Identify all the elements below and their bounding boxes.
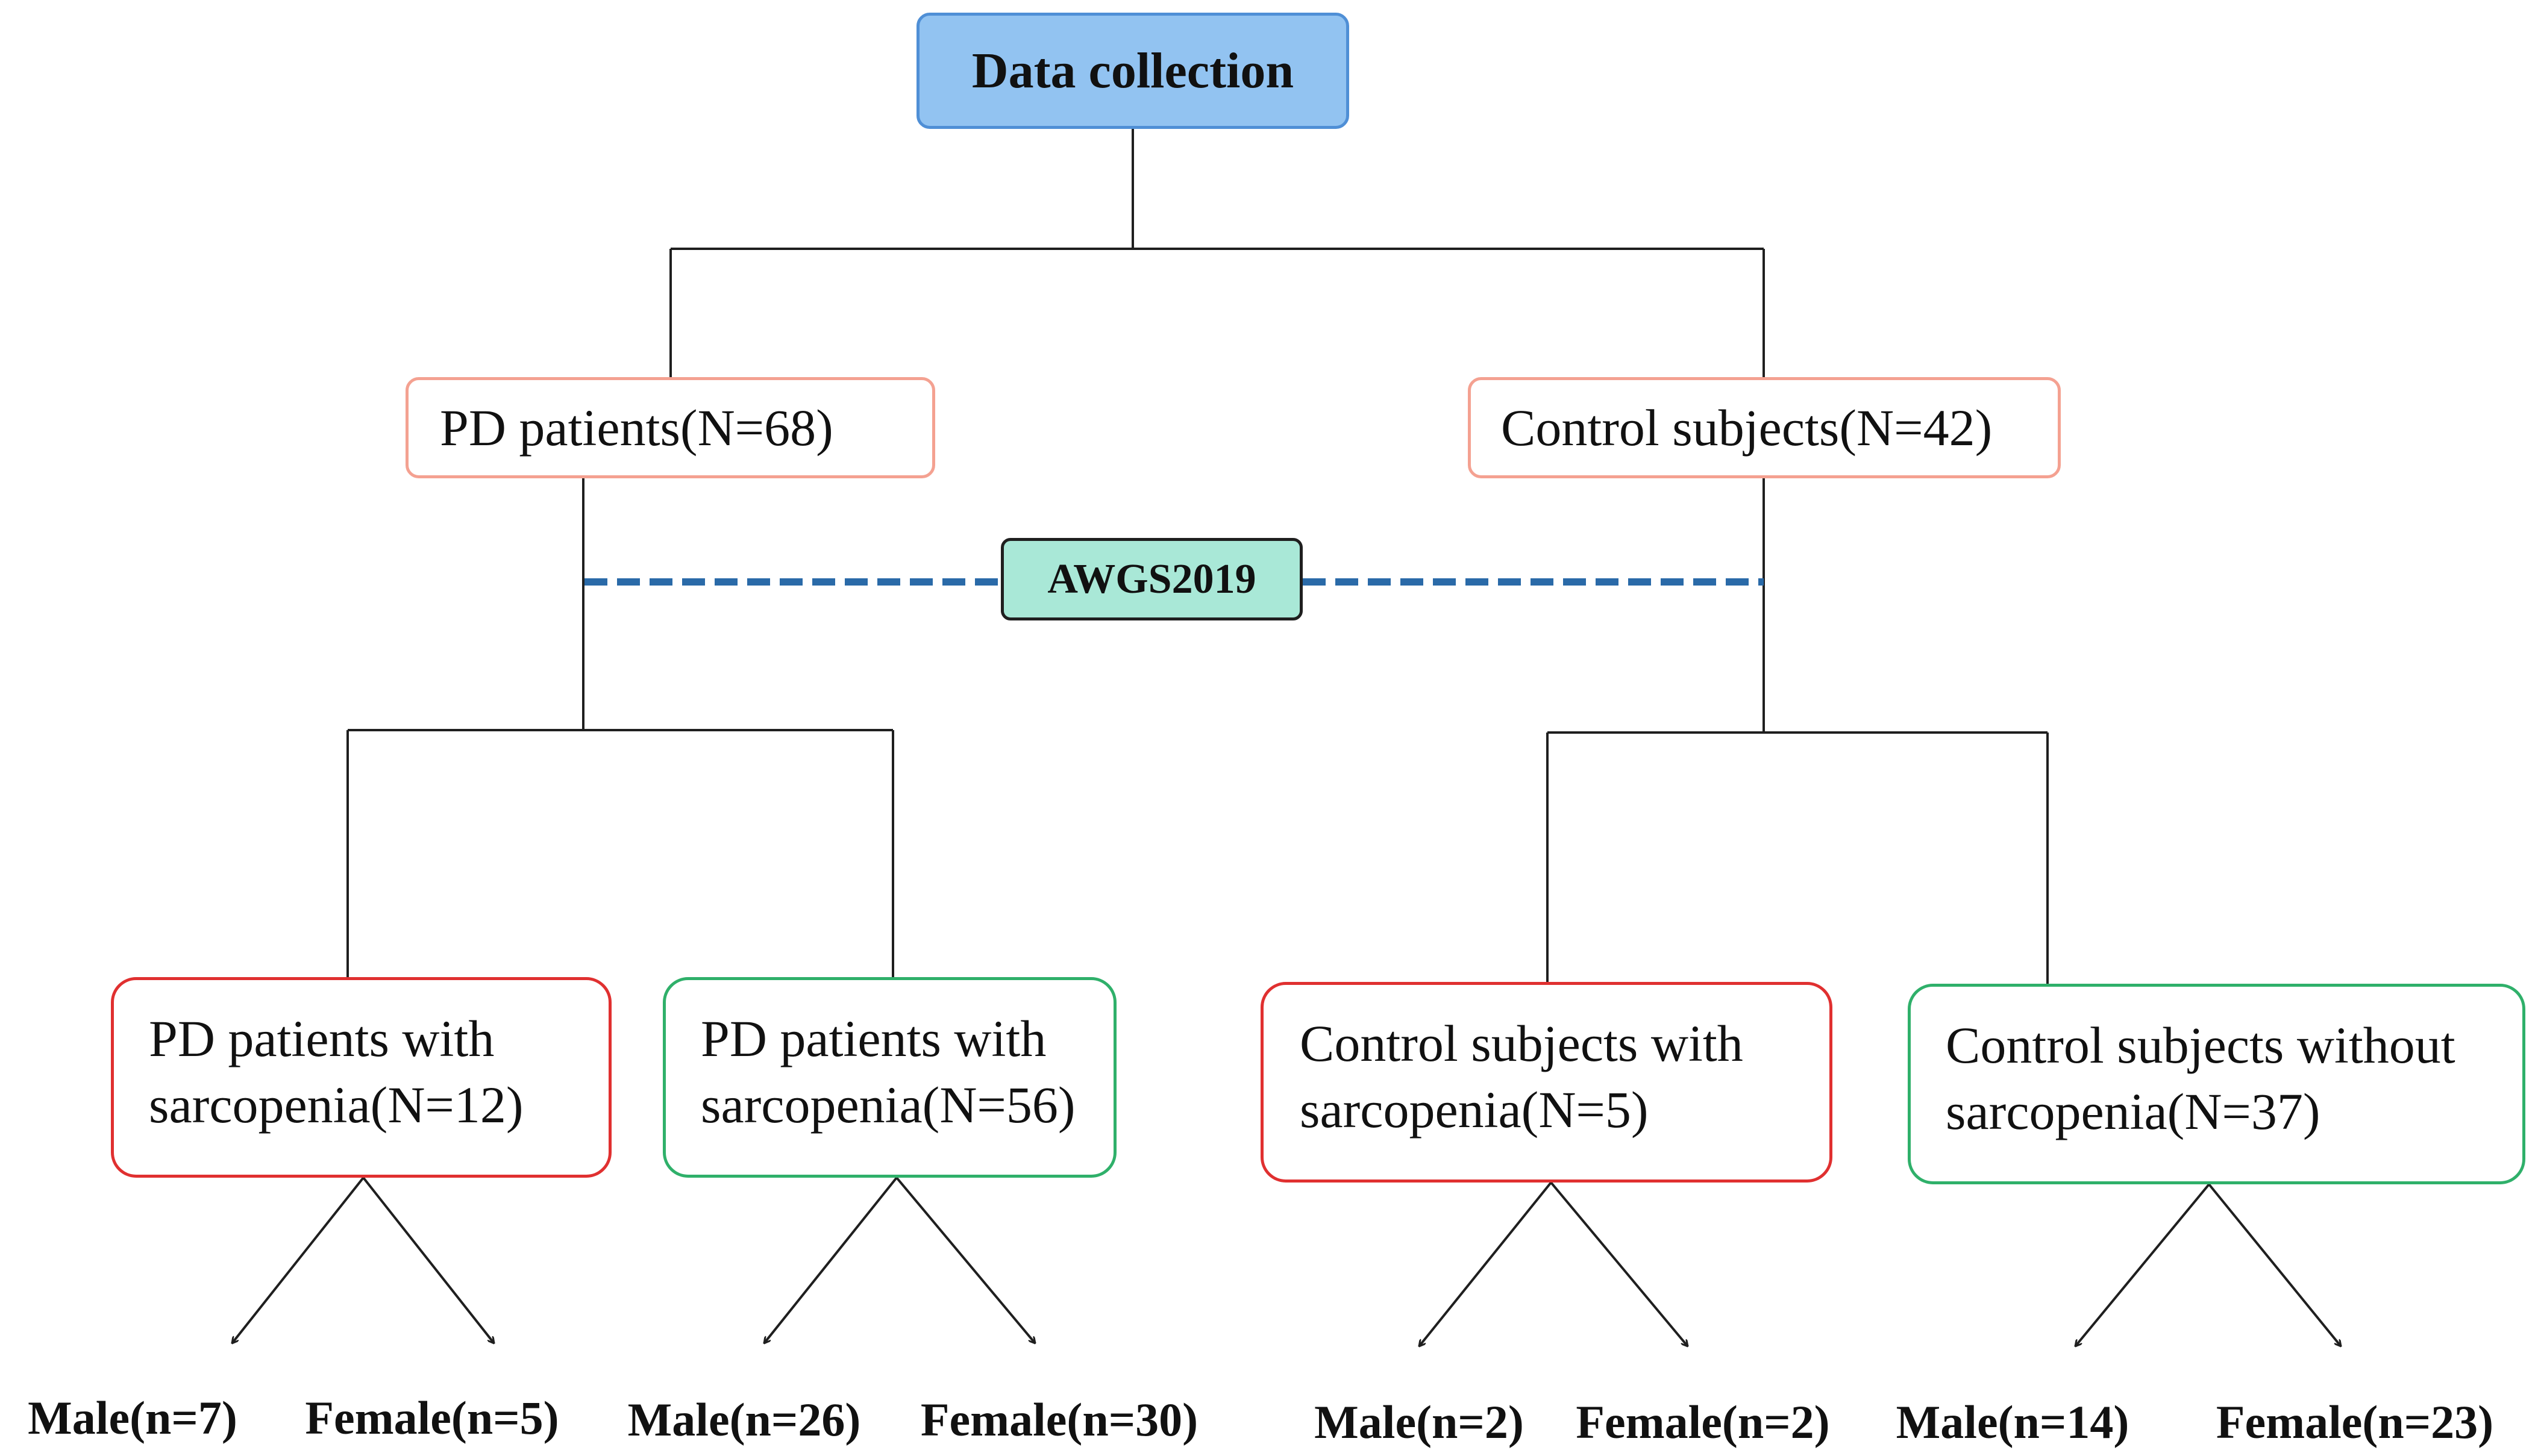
control-subjects-box: Control subjects(N=42)	[1468, 377, 2061, 478]
control-sarcopenia-male-count: Male(n=2)	[1314, 1396, 1524, 1448]
pd-sarcopenia-box: PD patients with sarcopenia(N=12)	[111, 977, 612, 1178]
control-no-sarcopenia-line2: sarcopenia(N=37)	[1946, 1083, 2320, 1141]
pd-sarcopenia-line1: PD patients with	[149, 1010, 495, 1067]
pd-no-sarcopenia-line1: PD patients with	[701, 1010, 1047, 1067]
data-collection-label: Data collection	[971, 42, 1294, 99]
pd-sarcopenia-male-count: Male(n=7)	[28, 1392, 237, 1444]
awgs2019-criteria-box: AWGS2019	[1001, 538, 1303, 620]
pd-no-sarcopenia-box: PD patients with sarcopenia(N=56)	[663, 977, 1117, 1178]
pd-sarcopenia-female-count: Female(n=5)	[305, 1392, 559, 1444]
control-no-sarcopenia-male-count: Male(n=14)	[1896, 1396, 2129, 1448]
pd-no-sarcopenia-female-count: Female(n=30)	[920, 1393, 1198, 1446]
pd-no-sarcopenia-male-count: Male(n=26)	[627, 1393, 861, 1446]
arrow-pd-sarc-male	[232, 1176, 365, 1343]
control-no-sarcopenia-box: Control subjects without sarcopenia(N=37…	[1908, 984, 2525, 1184]
arrow-pd-sarc-female	[362, 1176, 494, 1343]
awgs2019-label: AWGS2019	[1047, 555, 1256, 602]
pd-sarcopenia-line2: sarcopenia(N=12)	[149, 1076, 524, 1134]
control-subjects-label: Control subjects(N=42)	[1501, 398, 1993, 457]
arrow-pd-nosarc-female	[895, 1176, 1035, 1343]
arrow-ctrl-nosarc-male	[2075, 1183, 2210, 1346]
control-sarcopenia-box: Control subjects with sarcopenia(N=5)	[1261, 982, 1832, 1183]
control-no-sarcopenia-line1: Control subjects without	[1946, 1016, 2455, 1074]
arrow-ctrl-nosarc-female	[2208, 1183, 2341, 1346]
control-sarcopenia-line1: Control subjects with	[1300, 1014, 1743, 1072]
control-sarcopenia-line2: sarcopenia(N=5)	[1300, 1081, 1649, 1139]
pd-no-sarcopenia-line2: sarcopenia(N=56)	[701, 1076, 1076, 1134]
pd-patients-label: PD patients(N=68)	[440, 398, 833, 457]
arrow-ctrl-sarc-male	[1419, 1181, 1552, 1346]
control-sarcopenia-female-count: Female(n=2)	[1576, 1396, 1830, 1448]
control-no-sarcopenia-female-count: Female(n=23)	[2216, 1396, 2494, 1448]
data-collection-box: Data collection	[916, 13, 1349, 129]
arrow-pd-nosarc-male	[764, 1176, 898, 1343]
arrow-ctrl-sarc-female	[1550, 1181, 1688, 1346]
pd-patients-box: PD patients(N=68)	[406, 377, 935, 478]
